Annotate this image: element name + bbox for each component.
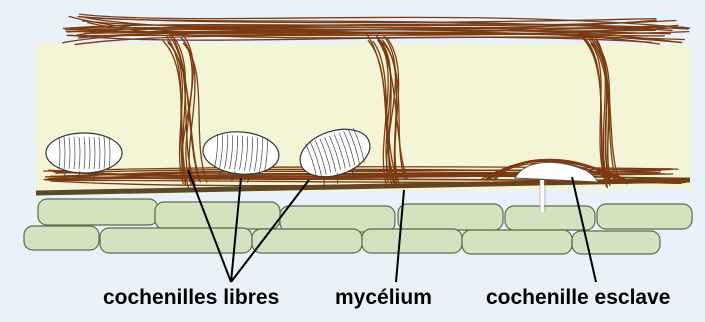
plant-cell [100, 228, 252, 253]
plant-cell [38, 199, 158, 225]
plant-cell [280, 206, 395, 232]
plant-cell [24, 226, 99, 250]
plant-cell [155, 202, 280, 229]
plant-cell [462, 230, 572, 254]
plant-cell [597, 204, 692, 229]
plant-cell [398, 204, 503, 230]
label-free-scales: cochenilles libres [103, 286, 279, 310]
label-mycelium: mycélium [335, 286, 432, 310]
label-enslaved-scale: cochenille esclave [486, 286, 670, 310]
plant-cell [362, 229, 462, 253]
